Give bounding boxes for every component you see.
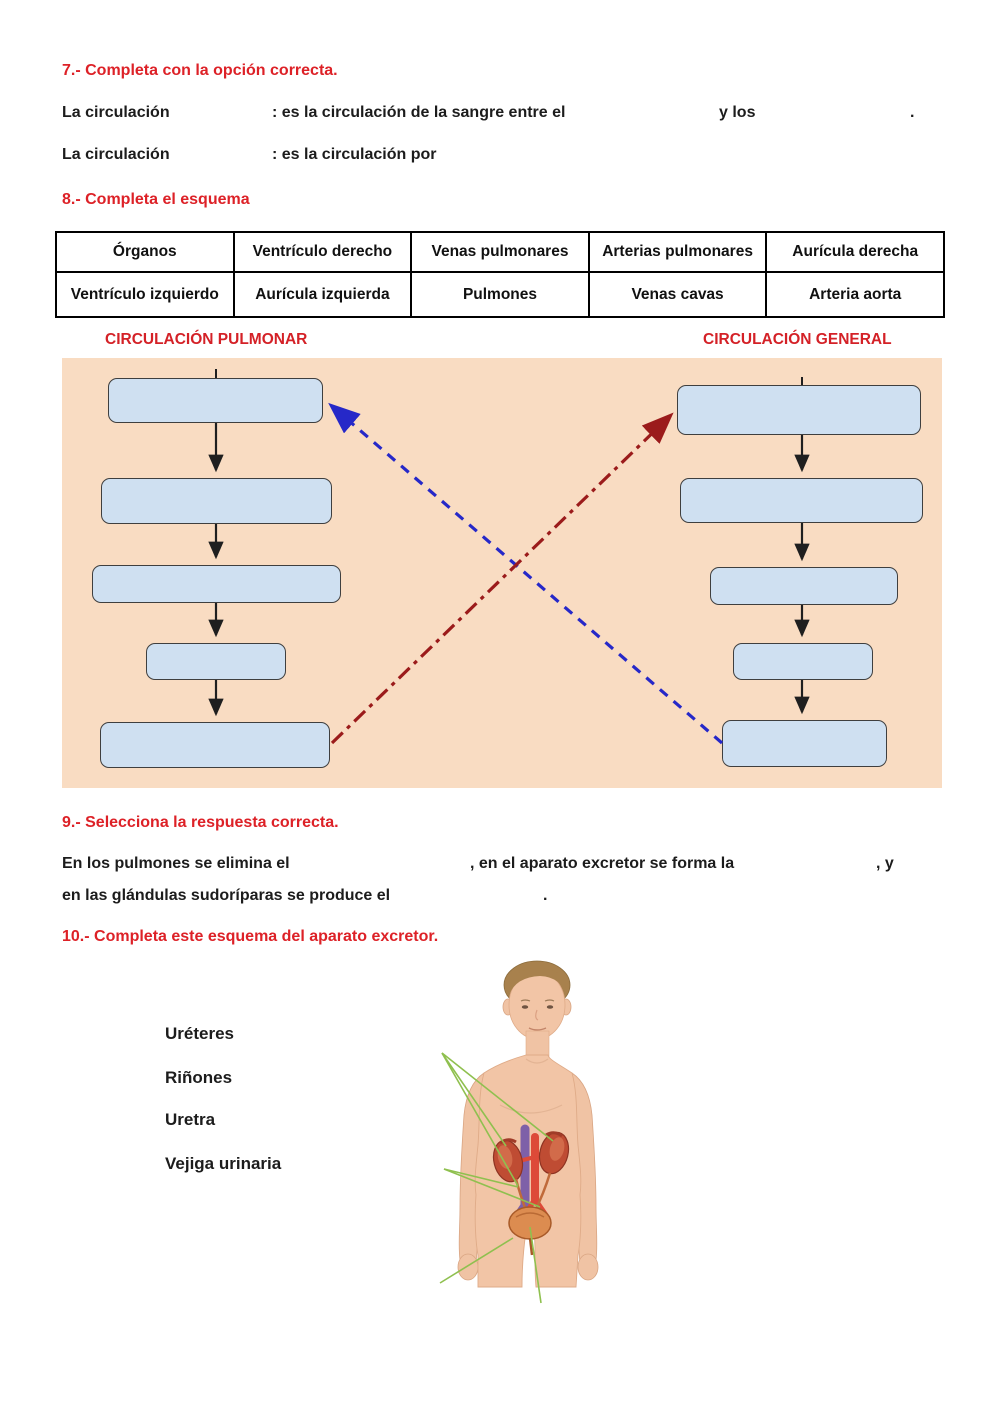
table-cell[interactable]: Ventrículo derecho (232, 231, 413, 273)
left-hand (457, 1253, 479, 1281)
circulation-flow-diagram (62, 358, 942, 788)
flow-box-general-4[interactable] (733, 643, 873, 680)
eyebrow (520, 999, 531, 1002)
pointer-line (441, 1052, 554, 1142)
general-circulation-title: CIRCULACIÓN GENERAL (703, 331, 892, 348)
word-bank-table: Órganos Ventrículo derecho Venas pulmona… (55, 231, 945, 318)
collar-line (525, 1058, 549, 1064)
adrenal-gland (545, 1131, 563, 1138)
table-cell[interactable]: Arterias pulmonares (587, 231, 768, 273)
table-cell[interactable]: Aurícula derecha (765, 231, 945, 273)
section9-line1-dropdown-1[interactable] (335, 853, 463, 875)
label-vejiga-urinaria[interactable]: Vejiga urinaria (165, 1154, 282, 1173)
section9-line2-period: . (543, 887, 548, 904)
pointer-line (529, 1226, 542, 1304)
flow-box-pulmonar-2[interactable] (101, 478, 332, 524)
chest-line (499, 1104, 563, 1114)
mouth (528, 1027, 547, 1031)
section7-line1-text-c: y los (719, 104, 756, 121)
flow-box-pulmonar-3[interactable] (92, 565, 341, 603)
pointer-line (441, 1052, 519, 1187)
section7-heading: 7.- Completa con la opción correcta. (62, 62, 338, 79)
label-rinones[interactable]: Riñones (165, 1068, 233, 1087)
label-uretra[interactable]: Uretra (165, 1110, 216, 1129)
table-cell[interactable]: Aurícula izquierda (232, 271, 413, 318)
eye (546, 1005, 554, 1009)
table-cell[interactable]: Venas cavas (587, 271, 768, 318)
section7-line1-text-b: : es la circulación de la sangre entre e… (272, 104, 566, 121)
pulmonary-circulation-title: CIRCULACIÓN PULMONAR (105, 331, 308, 348)
table-cell[interactable]: Órganos (55, 231, 235, 273)
section7-line2-blank-1[interactable] (168, 144, 268, 166)
section7-line1-blank-3[interactable] (760, 102, 905, 124)
table-row: Ventrículo izquierdo Aurícula izquierda … (55, 271, 945, 318)
pointer-line (443, 1168, 519, 1188)
pointer-lines-group (439, 1052, 554, 1304)
flow-box-general-3[interactable] (710, 567, 898, 605)
right-hand (577, 1253, 599, 1281)
urethra (528, 1237, 534, 1256)
table-cell[interactable]: Arteria aorta (765, 271, 945, 318)
pointer-line (439, 1237, 514, 1284)
section9-line1-dropdown-2[interactable] (782, 853, 870, 875)
section9-line2-dropdown-1[interactable] (412, 885, 537, 907)
section7-line1-period: . (910, 104, 915, 121)
pointer-line (441, 1052, 507, 1147)
section9-heading: 9.- Selecciona la respuesta correcta. (62, 814, 339, 831)
flow-box-pulmonar-1[interactable] (108, 378, 323, 423)
flow-box-pulmonar-5[interactable] (100, 722, 330, 768)
table-row: Órganos Ventrículo derecho Venas pulmona… (55, 231, 945, 273)
right-kidney-highlight (549, 1137, 565, 1161)
section7-line1-text-a: La circulación (62, 104, 170, 121)
table-cell[interactable]: Pulmones (410, 271, 590, 318)
flow-box-general-2[interactable] (680, 478, 923, 523)
adrenal-gland (499, 1138, 517, 1145)
flow-box-general-5[interactable] (722, 720, 887, 767)
eye (521, 1005, 529, 1009)
section10-heading: 10.- Completa este esquema del aparato e… (62, 928, 439, 945)
section7-line1-blank-2[interactable] (595, 102, 713, 124)
pointer-line (443, 1168, 541, 1208)
blue-dashed-arrow (328, 402, 724, 745)
section9-line1-text-c: , y (876, 855, 894, 872)
label-ureteres[interactable]: Uréteres (165, 1024, 234, 1043)
red-dashdot-arrow (330, 412, 674, 745)
table-cell[interactable]: Ventrículo izquierdo (55, 271, 235, 318)
section9-line1-text-a: En los pulmones se elimina el (62, 855, 290, 872)
bladder-shading (515, 1212, 545, 1218)
bladder (508, 1206, 552, 1240)
section9-line1-text-b: , en el aparato excretor se forma la (470, 855, 735, 872)
table-cell[interactable]: Venas pulmonares (410, 231, 590, 273)
flow-box-general-1[interactable] (677, 385, 921, 435)
hair-fringe (508, 968, 567, 997)
eyebrow (544, 999, 555, 1002)
excretory-system-figure[interactable] (420, 955, 700, 1310)
nose (535, 1009, 539, 1021)
flow-box-pulmonar-4[interactable] (146, 643, 286, 680)
section7-line2-text-b: : es la circulación por (272, 146, 437, 163)
section8-heading: 8.- Completa el esquema (62, 191, 250, 208)
section9-line2-text-a: en las glándulas sudoríparas se produce … (62, 887, 391, 904)
section7-line2-text-a: La circulación (62, 146, 170, 163)
section7-line2-blank-2[interactable] (455, 144, 655, 166)
section7-line1-blank-1[interactable] (168, 102, 268, 124)
left-kidney-highlight (497, 1145, 513, 1169)
